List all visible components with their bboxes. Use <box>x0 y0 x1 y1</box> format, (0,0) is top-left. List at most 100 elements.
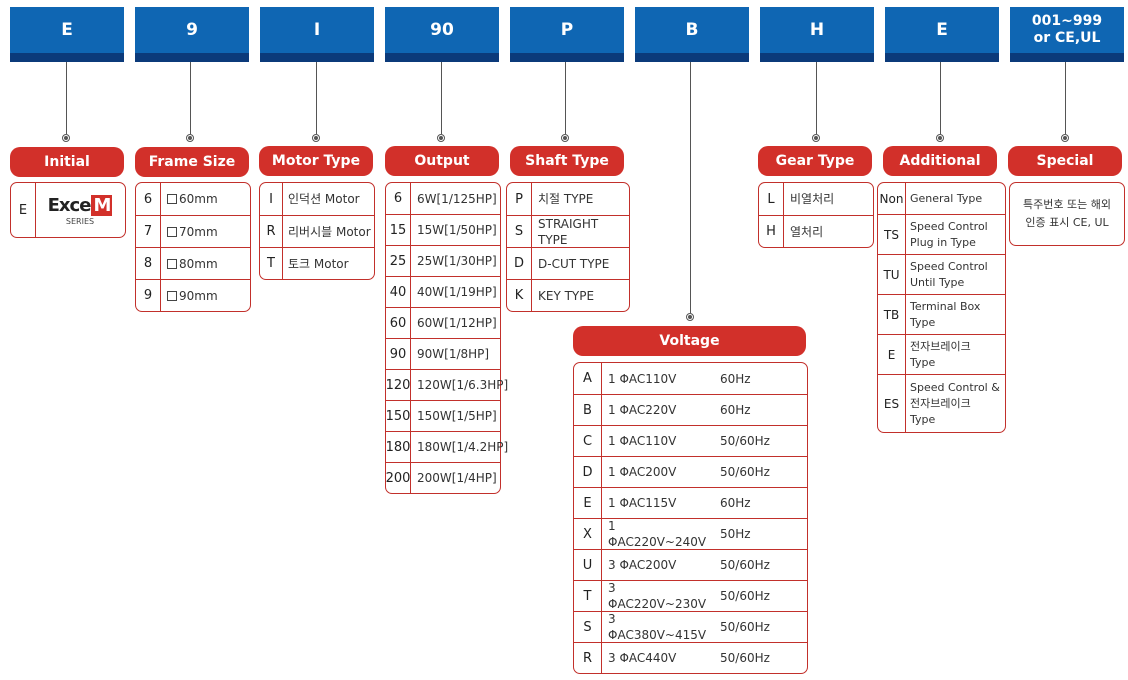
code-box-additional: E <box>885 7 999 62</box>
option-desc: 90W[1/8HP] <box>417 347 490 361</box>
table-row: A 1 ΦAC110V 60Hz <box>574 363 807 394</box>
option-code: 7 <box>136 216 161 247</box>
option-desc: 1 ΦAC220V <box>608 403 677 417</box>
option-desc: 열처리 <box>790 224 824 239</box>
option-code: 25 <box>386 246 411 276</box>
option-desc: 150W[1/5HP] <box>417 409 497 423</box>
option-desc: Speed Control & 전자브레이크 Type <box>910 380 1000 426</box>
option-frequency: 50/60Hz <box>720 465 770 479</box>
category-additional: Additional <box>883 146 997 176</box>
code-box-output: 90 <box>385 7 499 62</box>
option-desc: 리버시블 Motor <box>288 224 371 239</box>
option-desc: 80mm <box>161 248 218 279</box>
table-row: H 열처리 <box>759 215 873 247</box>
connector-line <box>316 62 317 134</box>
connector-line <box>66 62 67 134</box>
square-icon <box>167 194 177 204</box>
logo-subtitle: SERIES <box>65 216 95 226</box>
category-gear-type: Gear Type <box>758 146 872 176</box>
option-code: A <box>574 363 602 394</box>
code-label: H <box>809 19 825 40</box>
code-box-gear-type: H <box>760 7 874 62</box>
option-code: TU <box>878 255 906 294</box>
option-code: P <box>507 183 532 215</box>
option-frequency: 50/60Hz <box>720 434 770 448</box>
connector-dot <box>312 134 320 142</box>
code-box-voltage: B <box>635 7 749 62</box>
code-label: B <box>685 19 699 40</box>
code-box-frame-size: 9 <box>135 7 249 62</box>
option-desc: 3 ΦAC440V <box>608 651 677 665</box>
option-desc: 120W[1/6.3HP] <box>417 378 509 392</box>
code-box-motor-type: I <box>260 7 374 62</box>
connector-dot <box>186 134 194 142</box>
connector-line <box>816 62 817 134</box>
option-desc: 1 ΦAC110V <box>608 371 677 386</box>
option-code: D <box>507 248 532 279</box>
option-code: 6 <box>386 183 411 214</box>
connector-line <box>441 62 442 134</box>
option-code: H <box>759 216 784 247</box>
category-initial: Initial <box>10 147 124 177</box>
option-frequency: 60Hz <box>720 371 751 386</box>
square-icon <box>167 290 177 301</box>
option-desc: Speed Control Until Type <box>910 259 988 289</box>
option-desc: 60W[1/12HP] <box>417 316 497 330</box>
table-row: 6 6W[1/125HP] <box>386 183 500 214</box>
code-label: E <box>61 19 73 40</box>
option-code: S <box>574 612 602 642</box>
connector-dot <box>437 134 445 142</box>
connector-line <box>690 62 691 313</box>
category-output: Output <box>385 146 499 176</box>
option-desc: General Type <box>910 191 983 205</box>
option-code: TS <box>878 215 906 254</box>
option-desc: 180W[1/4.2HP] <box>417 440 509 454</box>
option-code: 15 <box>386 215 411 245</box>
connector-dot <box>561 134 569 142</box>
code-label: 9 <box>186 19 198 40</box>
option-code: R <box>574 643 602 673</box>
option-desc: 6W[1/125HP] <box>417 191 497 206</box>
option-code: 40 <box>386 277 411 307</box>
option-desc: 치절 TYPE <box>538 192 594 206</box>
code-box-initial: E <box>10 7 124 62</box>
option-desc: 3 ΦAC220V~230V <box>608 581 707 611</box>
option-desc: 25W[1/30HP] <box>417 254 497 268</box>
connector-dot <box>812 134 820 142</box>
option-desc: 전자브레이크 Type <box>910 339 971 369</box>
option-code: D <box>574 457 602 487</box>
code-label: 90 <box>430 19 454 40</box>
option-frequency: 60Hz <box>720 403 751 417</box>
option-desc: 60mm <box>161 183 218 215</box>
option-desc: 1 ΦAC115V <box>608 496 677 510</box>
connector-line <box>940 62 941 134</box>
option-code: 8 <box>136 248 161 279</box>
code-label: 001~999 or CE,UL <box>1031 13 1103 46</box>
connector-line <box>565 62 566 134</box>
square-icon <box>167 258 177 269</box>
